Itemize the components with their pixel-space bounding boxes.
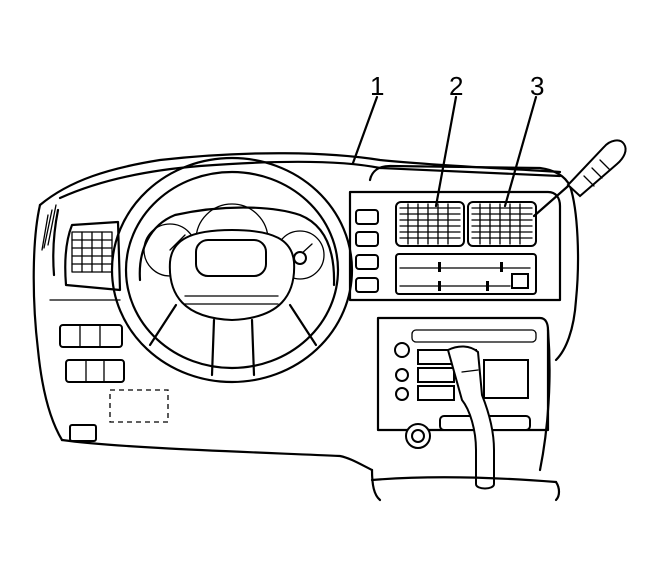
instrument-panel-outline: [32, 152, 580, 472]
gear-shift-lever: [446, 345, 495, 490]
center-right-vent: [467, 201, 537, 247]
left-switch-bank: [59, 324, 169, 442]
callout-leaders: [351, 95, 538, 208]
callout-1: 1: [370, 71, 384, 101]
center-left-vent: [395, 201, 465, 247]
callout-3: 3: [530, 71, 544, 101]
hvac-control-panel: [395, 253, 537, 295]
steering-wheel: [110, 156, 354, 384]
callout-2: 2: [449, 71, 463, 101]
floor-console: [370, 468, 561, 502]
center-stack: [348, 190, 562, 302]
screwdriver-tool: [532, 139, 627, 218]
left-air-vent: [64, 220, 122, 292]
radio-console: [376, 316, 550, 449]
